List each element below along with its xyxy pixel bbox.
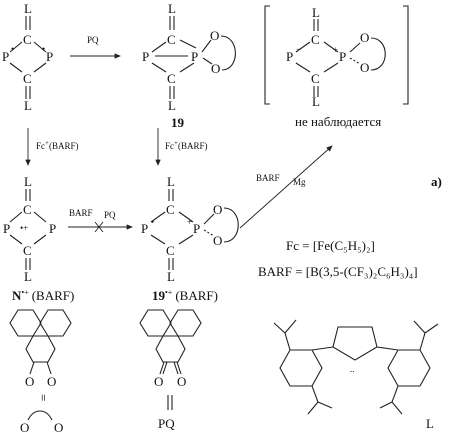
barf-definition: BARF = [B(3,5-(CF₃)₂C₆H₃)₄] — [258, 264, 418, 279]
atom-o: O — [54, 420, 63, 435]
atom-o: O — [211, 61, 220, 76]
atom-l: L — [24, 269, 32, 284]
atom-p: P — [3, 221, 10, 236]
atom-p: P — [141, 221, 148, 236]
not-observed-label: не наблюдается — [295, 114, 381, 129]
svg-text:N•+(BARF): N•+(BARF) — [12, 288, 74, 303]
radical-dot: • — [151, 217, 154, 227]
atom-c: C — [166, 243, 175, 258]
equiv-sign: = — [36, 394, 51, 401]
arrow-oxidation-left: Fc+(BARF) — [25, 128, 78, 166]
atom-o: O — [154, 374, 163, 389]
atom-p: P — [2, 49, 9, 64]
reagent-barf: BARF — [69, 208, 93, 218]
atom-o: O — [210, 28, 219, 43]
atom-p-minus: P — [286, 49, 293, 64]
atom-o: O — [25, 374, 34, 389]
plus-charge: + — [187, 217, 192, 227]
atom-p: P — [191, 49, 198, 64]
atom-c: C — [23, 202, 32, 217]
reagent-fc: Fc — [36, 141, 45, 151]
atom-l: L — [312, 94, 320, 109]
label-19-cation: 19 — [152, 288, 166, 303]
atom-l: L — [312, 5, 320, 20]
radical-dot: • — [11, 44, 14, 54]
pq-name: PQ — [158, 416, 175, 431]
svg-text:19•+(BARF): 19•+(BARF) — [152, 288, 218, 303]
atom-c: C — [167, 32, 176, 47]
arrow-oxidation-middle: Fc+(BARF) — [155, 128, 207, 166]
atom-p: P — [142, 49, 149, 64]
radical-dot: • — [42, 44, 45, 54]
reagent-pq: PQ — [104, 210, 116, 220]
label-19: 19 — [171, 115, 185, 130]
atom-o: O — [360, 60, 369, 75]
atom-p: P — [46, 49, 53, 64]
atom-l: L — [24, 98, 32, 113]
atom-o: O — [177, 374, 186, 389]
reagent-pq: PQ — [87, 35, 99, 45]
reagent-barf: BARF — [256, 173, 280, 183]
atom-l: L — [167, 269, 175, 284]
atom-p: P — [193, 221, 200, 236]
atom-o: O — [47, 374, 56, 389]
panel-label: а) — [431, 174, 442, 189]
atom-o: O — [213, 202, 222, 217]
atom-l: L — [24, 174, 32, 189]
atom-l: L — [168, 98, 176, 113]
atom-o: O — [213, 233, 222, 248]
radical-cation-mark: •+ — [20, 223, 28, 233]
svg-text:Fc+(BARF): Fc+(BARF) — [36, 139, 78, 151]
compound-19: L C P P C L O O 19 — [142, 1, 236, 130]
atom-p: P — [339, 49, 346, 64]
nhc-ligand: .. L — [273, 319, 439, 431]
fc-definition: Fc = [Fe(C₅H₅)₂] — [286, 238, 375, 253]
ligand-label: L — [426, 416, 434, 431]
atom-c: C — [23, 71, 32, 86]
arrow-reduction: BARF Mg — [239, 145, 333, 229]
plus-charge: + — [333, 45, 338, 55]
atom-c: C — [167, 71, 176, 86]
atom-o: O — [20, 420, 29, 435]
atom-c: C — [23, 32, 32, 47]
phenanthrenequinone: O O PQ — [139, 309, 202, 431]
label-n: N — [12, 288, 22, 303]
arrow-blocked: BARF PQ — [68, 208, 133, 233]
reagent-mg: Mg — [293, 177, 306, 187]
atom-l: L — [24, 1, 32, 16]
atom-c: C — [311, 71, 320, 86]
minus-charge: − — [296, 44, 301, 54]
atom-p: P — [49, 221, 56, 236]
radical-cation-n: L C P P •+ C L N•+(BARF) — [3, 174, 74, 303]
atom-l: L — [168, 1, 176, 16]
compound-19-cation: L C P • P + C L O O 19•+(BARF) — [141, 174, 239, 303]
atom-c: C — [23, 243, 32, 258]
svg-text:..: .. — [350, 364, 355, 374]
atom-c: C — [166, 202, 175, 217]
svg-text:Fc+(BARF): Fc+(BARF) — [165, 139, 207, 151]
atom-o: O — [360, 30, 369, 45]
atom-l: L — [167, 174, 175, 189]
phenanthrene-diolate: O O = O O — [9, 309, 72, 435]
reagent-fc: Fc — [165, 141, 174, 151]
unobserved-species: L C P − P + C L O O не наблюдается — [264, 5, 409, 129]
arrow-pq-top: PQ — [70, 35, 121, 59]
diradical-ring: L C P • P • C L — [2, 1, 53, 113]
atom-c: C — [311, 32, 320, 47]
